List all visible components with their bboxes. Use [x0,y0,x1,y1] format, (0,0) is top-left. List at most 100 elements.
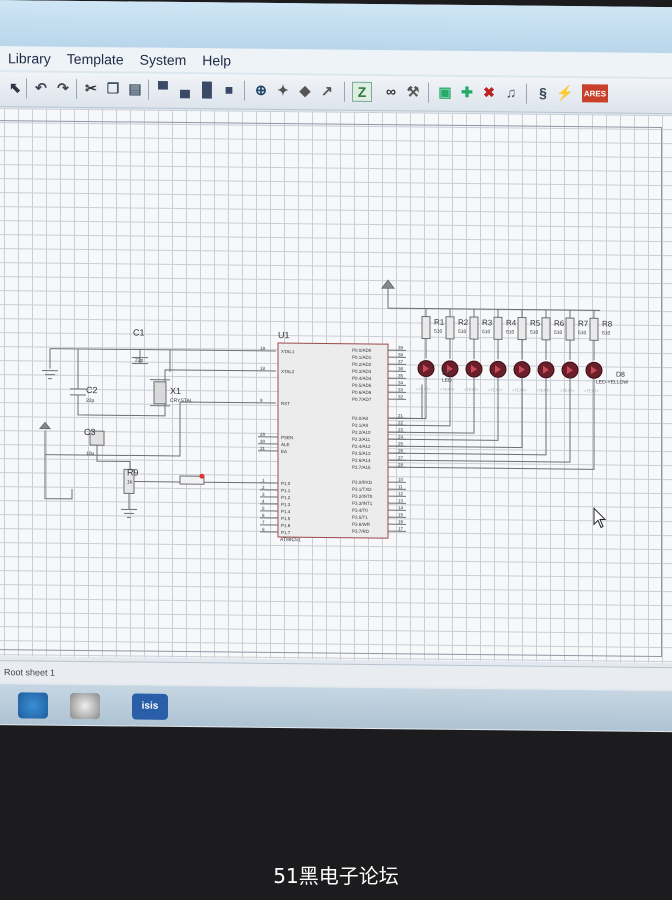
pin-number: 13 [398,498,404,503]
resistor-value: 510 [578,330,587,336]
x1-value: CRYSTAL [170,398,193,404]
wire-autorouter-icon[interactable]: ✦ [277,81,289,98]
zoom-icon[interactable]: ⊕ [255,81,267,98]
xtal1-wire [50,348,276,352]
c1-value: 22p [135,358,144,364]
tools-icon[interactable]: ⚒ [406,82,420,99]
pin-number: 8 [262,527,265,532]
led-text-placeholder: <TEXT> [488,387,504,392]
led-arrow-icon [423,364,429,373]
title-bar [0,0,672,54]
c3-ref: C3 [84,427,96,437]
monitor-screen: Library Template System Help ⬉ ↶ ↷ ✂ ❐ ▤… [0,0,672,733]
block-rotate-icon[interactable]: ■ [224,81,234,98]
reset-left-wire [44,454,73,500]
r9-ref: R9 [127,467,139,477]
pin-number: 31 [260,446,266,451]
new-sheet-icon[interactable]: ▣ [438,83,452,100]
button-wire [134,481,276,484]
reset-wire [44,401,276,457]
pin-number: 4 [262,499,265,504]
p2-wire [388,378,571,463]
pin-name: P3.5/T1 [352,515,368,520]
d8-ref: D8 [616,372,625,379]
pin-number: 3 [262,492,265,497]
block-icon[interactable]: █ [202,81,212,98]
delete-sheet-icon[interactable]: ✖ [483,83,495,100]
align-top-icon[interactable]: ▀ [158,80,168,97]
led-text-placeholder: <TEXT> [584,388,600,393]
x1-plates [150,379,170,407]
netlist-icon[interactable]: Z [352,81,372,103]
pin-name: P3.1/TXD [352,487,372,492]
pin-number: 24 [398,434,404,439]
pin-number: 17 [398,526,404,531]
isis-taskbar-button[interactable]: isis [132,693,168,720]
goto-sheet-icon[interactable]: ♫ [505,84,517,101]
pin-number: 7 [262,520,265,525]
resistor-value: 510 [482,329,491,335]
bom-icon[interactable]: § [539,84,547,101]
pin-number: 25 [398,441,404,446]
pin-number: 16 [398,519,404,524]
led-text-placeholder: <TEXT> [536,388,552,393]
paste-icon[interactable]: ▤ [128,79,142,97]
pin-name: P1.5 [281,516,291,521]
resistor-ref: R3 [482,318,493,327]
resistor-value: 510 [458,329,467,335]
menu-help[interactable]: Help [202,52,232,69]
resistor-value: 510 [602,330,611,336]
pin-name: P1.4 [281,509,291,514]
start-button[interactable] [18,692,48,719]
binoculars-icon[interactable]: ∞ [386,83,396,100]
align-bottom-icon[interactable]: ▄ [180,80,190,98]
led-arrow-icon [471,365,477,374]
ares-icon[interactable]: ARES [582,84,608,103]
pin-name: P0.3/AD3 [352,369,372,374]
u1-body [277,342,389,539]
resistor-ref: R6 [554,319,565,328]
cut-icon[interactable]: ✂ [85,79,97,96]
pointer-icon[interactable]: ⬉ [9,78,21,95]
led-arrow-icon [447,364,453,373]
report-icon[interactable]: ⚡ [556,84,574,101]
mouse-cursor [593,507,607,529]
resistor-ref: R2 [458,318,469,327]
led-arrow-icon [567,366,573,375]
pin-name: P0.5/AD5 [352,383,372,388]
xtal2-wire [77,369,276,417]
menu-template[interactable]: Template [66,50,124,68]
copy-icon[interactable]: ❐ [106,79,120,96]
media-player-icon[interactable] [70,692,100,720]
c2-value: 22p [86,398,95,404]
d1-value: LED [442,378,452,384]
add-sheet-icon[interactable]: ✚ [461,83,473,100]
led-text-placeholder: <TEXT> [560,388,576,393]
pin-number: 15 [398,512,404,517]
resistor-value: 510 [554,330,563,336]
resistor-body [469,316,479,340]
led-text-placeholder: <TEXT> [512,387,528,392]
pin-name: P1.6 [281,523,291,528]
pin-number: 29 [260,432,266,437]
pin-name: P1.1 [281,488,291,493]
c2-ref: C2 [86,385,98,395]
pin-name: XTAL1 [281,349,295,354]
resistor-value: 510 [434,329,443,335]
undo-icon[interactable]: ↶ [35,78,47,96]
vcc-arrow-1 [38,421,52,430]
property-tool-icon[interactable]: ↗ [321,81,333,99]
search-tag-icon[interactable]: ◆ [299,81,311,98]
menu-system[interactable]: System [139,51,187,69]
r9-value: 1k [127,479,133,485]
redo-icon[interactable]: ↷ [57,79,69,96]
pin-name: P2.0/A8 [352,416,369,421]
led-text-placeholder: <TEXT> [464,387,480,392]
menu-library[interactable]: Library [8,50,51,67]
probe-marker [199,473,205,479]
resistor-ref: R5 [530,319,541,328]
pin-name: RST [281,401,290,406]
pin-name: P1.0 [281,481,291,486]
x1-body [153,381,167,405]
